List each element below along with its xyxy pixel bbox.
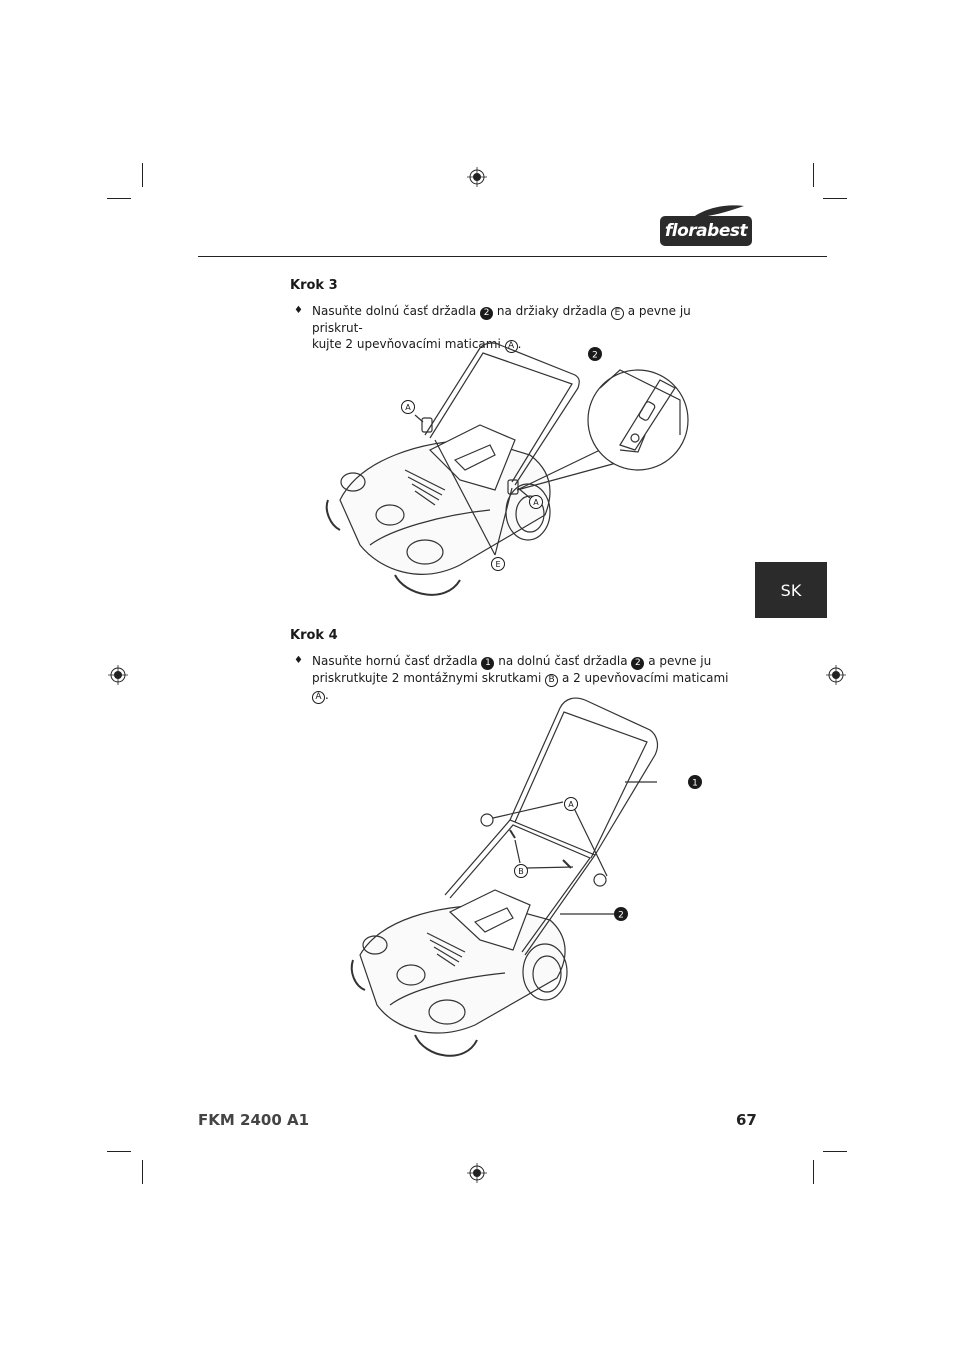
instruction-text: a pevne ju priskrut- xyxy=(312,304,691,335)
model-number: FKM 2400 A1 xyxy=(198,1111,310,1129)
instruction-line: Nasuňte dolnú časť držadla 2 na držiaky … xyxy=(312,303,734,336)
crop-mark xyxy=(813,163,814,187)
leaf-icon xyxy=(692,205,744,218)
crop-mark xyxy=(813,1160,814,1184)
language-tab: SK xyxy=(755,562,827,618)
instruction-text: kujte 2 upevňovacími maticami xyxy=(312,337,505,351)
crop-mark xyxy=(107,198,131,199)
bullet-diamond-icon: ♦ xyxy=(294,655,303,666)
part-reference-badge: A xyxy=(312,691,325,704)
figure-step-3: 2 A A E xyxy=(325,342,689,596)
instruction-text: Nasuňte hornú časť držadla xyxy=(312,654,482,668)
figure-label-nut: A xyxy=(405,403,411,412)
instruction-text: a 2 upevňovacími maticami xyxy=(558,671,729,685)
instruction-text: na dolnú časť držadla xyxy=(494,654,632,668)
bullet-diamond-icon: ♦ xyxy=(294,305,303,316)
instruction-bullet: ♦ Nasuňte hornú časť držadla 1 na dolnú … xyxy=(294,653,734,704)
figure-label-upper-handle: 1 xyxy=(692,779,698,789)
figure-step-4: 1 2 A B xyxy=(350,697,702,1057)
header-rule xyxy=(198,256,827,257)
part-reference-badge: 2 xyxy=(480,307,494,320)
registration-mark-icon xyxy=(108,665,128,685)
page-number: 67 xyxy=(736,1111,757,1129)
step-title: Krok 4 xyxy=(290,628,338,643)
registration-mark-icon xyxy=(467,167,487,187)
brand-logo: florabest xyxy=(660,216,752,246)
instruction-text: a pevne ju xyxy=(644,654,712,668)
crop-mark xyxy=(107,1151,131,1152)
instruction-line: priskrutkujte 2 montážnymi skrutkami B a… xyxy=(312,670,734,704)
instruction-text: . xyxy=(325,688,329,702)
figure-label-nut: A xyxy=(533,498,539,507)
crop-mark xyxy=(142,1160,143,1184)
part-reference-badge: 1 xyxy=(481,657,495,670)
figure-label-nut: A xyxy=(568,800,574,809)
instruction-text: priskrutkujte 2 montážnymi skrutkami xyxy=(312,671,546,685)
figure-label-holder: E xyxy=(495,560,500,569)
step-title: Krok 3 xyxy=(290,278,338,293)
crop-mark xyxy=(142,163,143,187)
part-reference-badge: B xyxy=(545,674,559,687)
registration-mark-icon xyxy=(826,665,846,685)
instruction-line: Nasuňte hornú časť držadla 1 na dolnú ča… xyxy=(312,653,734,670)
instruction-bullet: ♦ Nasuňte dolnú časť držadla 2 na držiak… xyxy=(294,303,734,353)
crop-mark xyxy=(823,1151,847,1152)
figure-label-handle: 2 xyxy=(592,351,598,361)
part-reference-badge: E xyxy=(610,307,624,320)
registration-mark-icon xyxy=(467,1163,487,1183)
part-reference-badge: 2 xyxy=(631,657,645,670)
instruction-text: Nasuňte dolnú časť držadla xyxy=(312,304,481,318)
brand-name: florabest xyxy=(664,221,748,241)
instruction-text: . xyxy=(517,337,522,351)
crop-mark xyxy=(823,198,847,199)
figure-label-lower-handle: 2 xyxy=(618,911,624,921)
instruction-text: na držiaky držadla xyxy=(493,304,611,318)
figure-label-screw: B xyxy=(518,867,524,876)
